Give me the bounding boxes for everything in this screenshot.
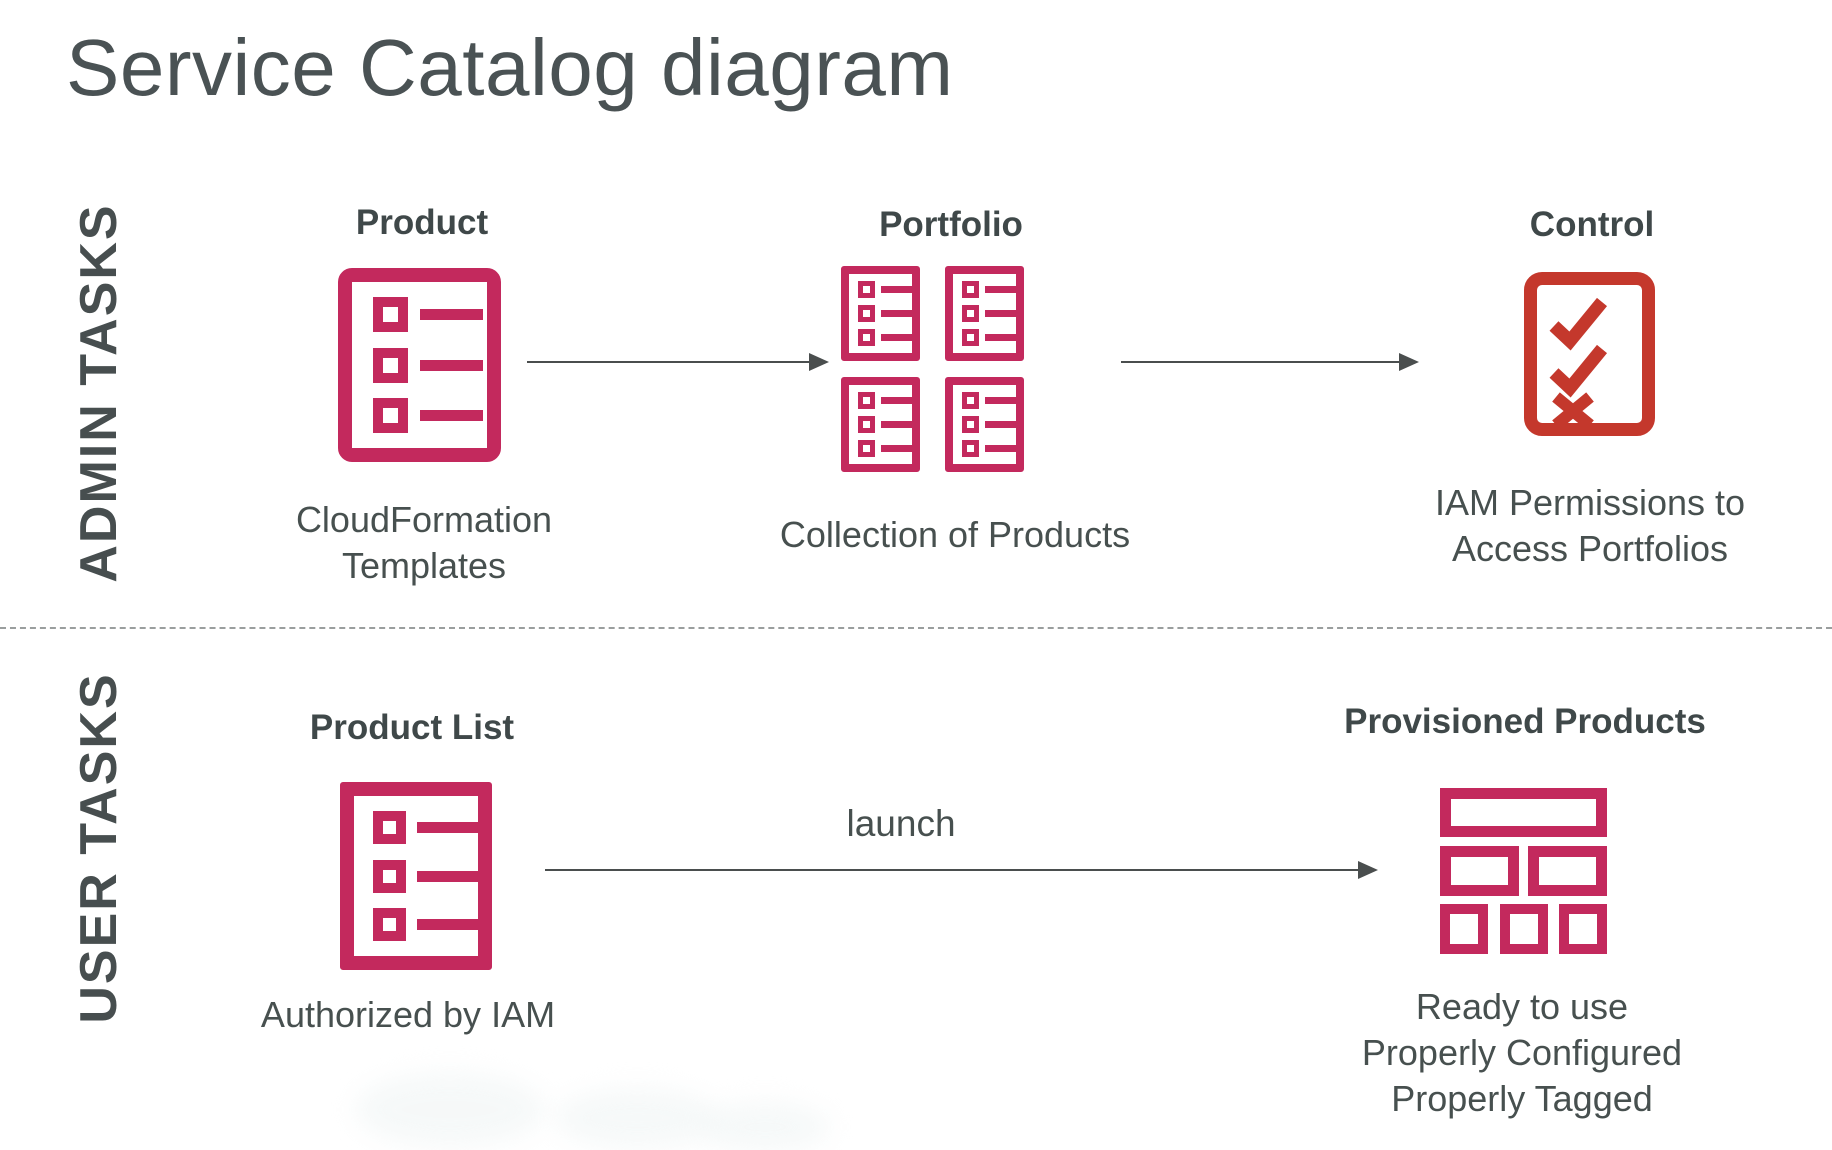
brick-icon — [1528, 845, 1607, 896]
arrowhead-icon — [809, 353, 829, 371]
control-header: Control — [1529, 205, 1655, 244]
product-caption: CloudFormation Templates — [295, 499, 553, 586]
background-smudge — [700, 1102, 830, 1150]
list-bullet-icon — [373, 811, 406, 845]
mini-document-icon — [945, 266, 1024, 361]
arrowhead-icon — [1358, 861, 1378, 879]
product-list-document-icon — [340, 782, 492, 970]
product-list-header: Product List — [309, 708, 515, 747]
brick-icon — [1440, 845, 1519, 896]
launch-arrow — [545, 861, 1378, 879]
list-bullet-icon — [373, 907, 406, 941]
background-smudge — [355, 1072, 545, 1147]
launch-arrow-label: launch — [846, 803, 956, 844]
arrowhead-icon — [1399, 353, 1419, 371]
list-bullet-icon — [373, 859, 406, 893]
product-to-portfolio-arrow — [527, 353, 829, 371]
row-divider — [0, 627, 1832, 629]
mini-document-icon — [945, 377, 1024, 472]
mini-document-icon — [841, 377, 920, 472]
portfolio-caption: Collection of Products — [779, 514, 1131, 555]
list-bullet-icon — [373, 397, 408, 433]
list-line-icon — [416, 870, 478, 882]
provisioned-products-caption: Ready to use Properly Configured Properl… — [1361, 986, 1683, 1119]
portfolio-collection-icon — [841, 266, 1024, 472]
brick-icon — [1499, 904, 1548, 954]
admin-tasks-section-label: ADMIN TASKS — [70, 203, 128, 583]
background-smudge — [555, 1088, 720, 1148]
control-caption: IAM Permissions to Access Portfolios — [1434, 482, 1746, 569]
list-line-icon — [420, 359, 483, 371]
list-bullet-icon — [373, 347, 408, 383]
brick-icon — [1440, 904, 1488, 954]
control-checklist-icon — [1524, 272, 1655, 436]
list-line-icon — [416, 918, 478, 930]
product-list-caption: Authorized by IAM — [260, 994, 556, 1035]
brick-icon — [1440, 788, 1607, 837]
page-title: Service Catalog diagram — [66, 23, 954, 112]
list-line-icon — [420, 409, 483, 421]
product-header: Product — [355, 203, 489, 242]
mini-document-icon — [841, 266, 920, 361]
list-line-icon — [416, 822, 478, 834]
brick-icon — [1559, 904, 1607, 954]
list-line-icon — [420, 309, 483, 321]
list-bullet-icon — [373, 297, 408, 333]
provisioned-products-header: Provisioned Products — [1344, 702, 1706, 741]
product-list-document-icon — [338, 268, 501, 462]
portfolio-header: Portfolio — [879, 205, 1023, 244]
checkmarks-and-x-icon — [1549, 297, 1608, 426]
user-tasks-section-label: USER TASKS — [70, 672, 128, 1024]
portfolio-to-control-arrow — [1121, 353, 1419, 371]
provisioned-products-icon — [1440, 788, 1607, 954]
